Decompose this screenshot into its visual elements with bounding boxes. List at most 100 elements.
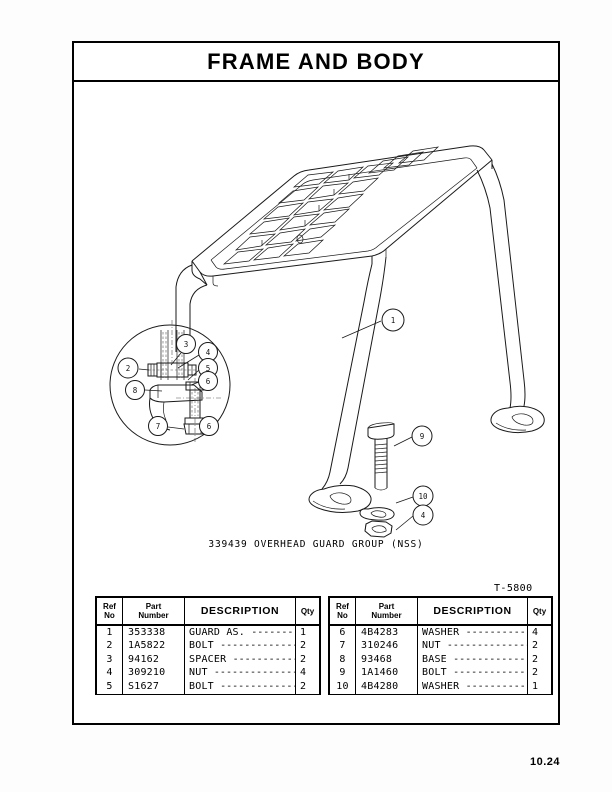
header-part-line1: Part bbox=[378, 602, 395, 611]
table-row: 2 1A5822 BOLT ----------------- 2 bbox=[96, 639, 320, 653]
callout-label-4-lower: 4 bbox=[421, 511, 426, 520]
cell-ref: 10 bbox=[329, 679, 356, 695]
callout-balloon-8[interactable] bbox=[125, 380, 145, 400]
header-ref-line2: No bbox=[104, 611, 115, 620]
callout-balloon-6-lower[interactable] bbox=[199, 416, 219, 436]
table-row: 7 310246 NUT ------------------ 2 bbox=[329, 639, 552, 653]
desc-text: NUT bbox=[189, 667, 208, 679]
desc-dashes: --------------- bbox=[232, 653, 295, 665]
cell-description: BASE ----------------- bbox=[417, 652, 528, 667]
cell-qty: 2 bbox=[527, 652, 552, 667]
desc-text: BOLT bbox=[189, 680, 214, 692]
title-bar: FRAME AND BODY bbox=[74, 43, 558, 82]
header-ref-no: Ref No bbox=[96, 597, 123, 626]
callout-balloon-1[interactable] bbox=[381, 308, 405, 332]
cell-part: 1A1460 bbox=[355, 666, 418, 680]
cell-part: S1627 bbox=[122, 679, 185, 695]
desc-text: WASHER bbox=[422, 680, 460, 692]
callout-label-7: 7 bbox=[156, 422, 161, 431]
parts-table-right: Ref No Part Number DESCRIPTION Qty 6 4B4… bbox=[328, 596, 553, 696]
header-ref-no: Ref No bbox=[329, 597, 356, 626]
cell-part: 93468 bbox=[355, 652, 418, 667]
parts-table-left: Ref No Part Number DESCRIPTION Qty 1 353… bbox=[95, 596, 321, 696]
cell-description: BOLT ----------------- bbox=[417, 666, 528, 680]
callout-label-10: 10 bbox=[418, 492, 428, 501]
cell-qty: 4 bbox=[527, 625, 552, 640]
cell-qty: 2 bbox=[527, 666, 552, 680]
cell-description: GUARD AS. ------------- bbox=[184, 625, 296, 640]
cell-description: WASHER --------------- bbox=[417, 679, 528, 695]
callout-label-1: 1 bbox=[391, 316, 396, 325]
desc-dashes: ------------------ bbox=[446, 640, 527, 652]
cell-part: 4B4283 bbox=[355, 625, 418, 640]
cell-qty: 2 bbox=[295, 652, 320, 667]
cell-part: 94162 bbox=[122, 652, 185, 667]
cell-description: BOLT ----------------- bbox=[184, 679, 296, 695]
callout-label-4: 4 bbox=[206, 348, 211, 357]
drawing-code: T-5800 bbox=[494, 583, 533, 594]
table-row: 3 94162 SPACER --------------- 2 bbox=[96, 652, 320, 667]
parts-illustration: 1 2 3 4 5 6 8 bbox=[72, 80, 560, 580]
header-description: DESCRIPTION bbox=[417, 597, 528, 626]
callout-label-8: 8 bbox=[133, 386, 138, 395]
desc-text: WASHER bbox=[422, 627, 460, 638]
header-part-number: Part Number bbox=[122, 597, 185, 626]
callout-balloon-3[interactable] bbox=[176, 334, 196, 354]
cell-part: 4B4280 bbox=[355, 679, 418, 695]
cell-description: WASHER --------------- bbox=[417, 625, 528, 640]
figure-caption: 339439 OVERHEAD GUARD GROUP (NSS) bbox=[208, 539, 424, 550]
header-part-line1: Part bbox=[145, 602, 162, 611]
cell-ref: 4 bbox=[96, 666, 123, 680]
cell-qty: 2 bbox=[295, 679, 320, 695]
desc-dashes: ----------------- bbox=[453, 667, 526, 679]
desc-dashes: ------------- bbox=[251, 627, 294, 638]
header-ref-line2: No bbox=[337, 611, 348, 620]
callout-balloon-4-lower[interactable] bbox=[412, 504, 434, 526]
cell-qty: 4 bbox=[295, 666, 320, 680]
desc-text: NUT bbox=[422, 640, 441, 652]
callout-balloon-6-upper[interactable] bbox=[198, 371, 218, 391]
header-description: DESCRIPTION bbox=[184, 597, 296, 626]
cell-part: 353338 bbox=[122, 625, 185, 640]
cell-qty: 1 bbox=[527, 679, 552, 695]
desc-text: GUARD AS. bbox=[189, 627, 245, 638]
callout-group: 1 2 3 4 5 6 8 bbox=[117, 308, 434, 531]
cell-ref: 7 bbox=[329, 639, 356, 653]
callout-label-3: 3 bbox=[184, 340, 189, 349]
header-ref-line1: Ref bbox=[103, 602, 116, 611]
header-qty: Qty bbox=[295, 597, 320, 626]
cell-qty: 1 bbox=[295, 625, 320, 640]
cell-ref: 6 bbox=[329, 625, 356, 640]
header-ref-line1: Ref bbox=[336, 602, 349, 611]
cell-part: 309210 bbox=[122, 666, 185, 680]
callout-label-2: 2 bbox=[126, 364, 131, 373]
cell-description: BOLT ----------------- bbox=[184, 639, 296, 653]
callout-balloon-7[interactable] bbox=[148, 416, 168, 436]
callout-balloon-2[interactable] bbox=[117, 357, 139, 379]
cell-part: 1A5822 bbox=[122, 639, 185, 653]
desc-text: SPACER bbox=[189, 653, 227, 665]
header-part-line2: Number bbox=[371, 611, 402, 620]
cell-ref: 5 bbox=[96, 679, 123, 695]
cell-ref: 3 bbox=[96, 652, 123, 667]
cell-ref: 9 bbox=[329, 666, 356, 680]
header-qty: Qty bbox=[527, 597, 552, 626]
cell-ref: 1 bbox=[96, 625, 123, 640]
desc-dashes: --------------- bbox=[465, 627, 527, 638]
table-left-body: 1 353338 GUARD AS. ------------- 1 2 1A5… bbox=[96, 625, 320, 695]
table-row: 8 93468 BASE ----------------- 2 bbox=[329, 652, 552, 667]
cell-description: NUT ------------------ bbox=[417, 639, 528, 653]
cell-ref: 2 bbox=[96, 639, 123, 653]
header-part-line2: Number bbox=[138, 611, 169, 620]
table-header-row: Ref No Part Number DESCRIPTION Qty bbox=[329, 597, 552, 626]
cell-description: SPACER --------------- bbox=[184, 652, 296, 667]
cell-qty: 2 bbox=[295, 639, 320, 653]
callout-label-5: 5 bbox=[206, 364, 211, 373]
callout-balloon-9[interactable] bbox=[411, 425, 433, 447]
table-row: 9 1A1460 BOLT ----------------- 2 bbox=[329, 666, 552, 680]
desc-text: BOLT bbox=[422, 667, 447, 679]
cell-description: NUT ------------------ bbox=[184, 666, 296, 680]
table-row: 6 4B4283 WASHER --------------- 4 bbox=[329, 625, 552, 640]
cell-ref: 8 bbox=[329, 652, 356, 667]
callout-label-6-upper: 6 bbox=[206, 377, 211, 386]
